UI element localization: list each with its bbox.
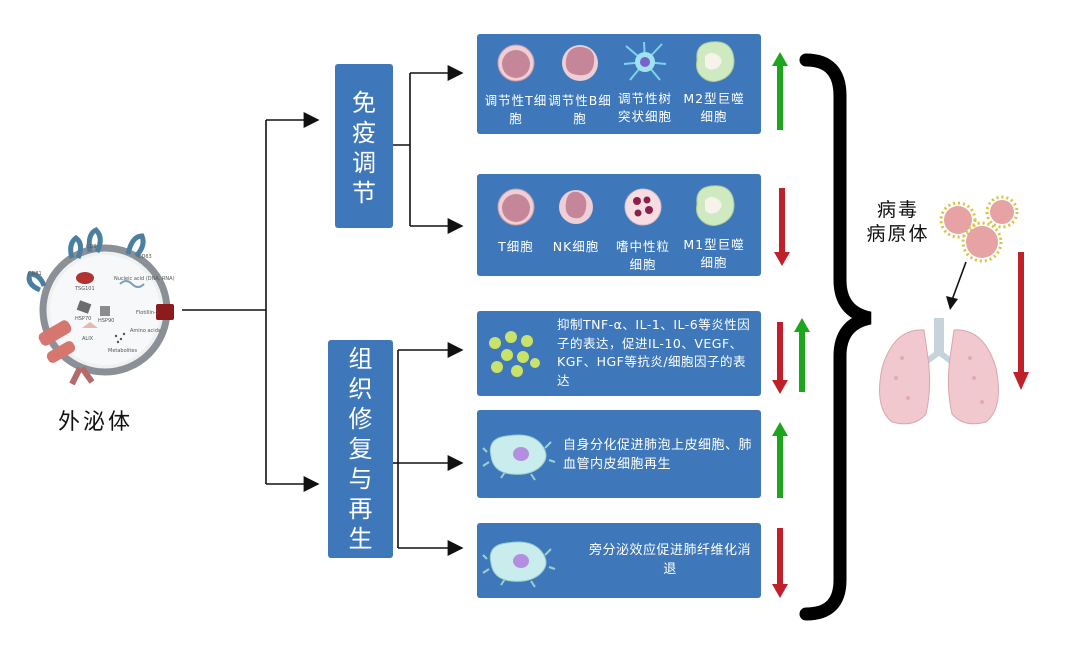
cell-label: 嗜中性粒细胞	[615, 239, 670, 272]
virus-label-line1: 病毒	[876, 199, 919, 221]
exosome-marker-alix: ALIX	[82, 336, 94, 342]
exosome-marker-metabolites: Metabolites	[108, 348, 137, 354]
down-arrow-icon	[772, 528, 788, 598]
treg-cell-icon	[497, 44, 535, 82]
exosome-marker-hsp90: HSP90	[98, 318, 114, 324]
cell-breg: 调节性B细胞	[535, 42, 625, 128]
exosome-marker-flotillin: Flotillin-1	[136, 310, 159, 316]
curly-brace-icon	[799, 53, 872, 621]
repair-row-cytokine: 抑制TNF-α、IL-1、IL-6等炎性因子的表达，促进IL-10、VEGF、K…	[477, 311, 761, 396]
exosome-marker-amino-acids: Amino acids	[130, 328, 161, 334]
exosome-label: 外泌体	[58, 410, 134, 435]
cell-label: 调节性B细胞	[548, 93, 612, 126]
repair-row-paracrine: 旁分泌效应促进肺纤维化消退	[477, 523, 761, 598]
repair-title-char: 织	[348, 375, 373, 403]
repair-title-char: 生	[348, 525, 373, 553]
cell-treg: 调节性T细胞	[471, 42, 561, 128]
immune-title-char: 免	[352, 89, 376, 117]
repair-title-char: 组	[348, 345, 373, 373]
virus-label-line2: 病原体	[866, 223, 930, 245]
up-arrow-icon	[772, 52, 788, 130]
down-arrow-icon	[772, 322, 788, 394]
virus-particles-icon	[939, 195, 1019, 263]
cell-label: 调节性树突状细胞	[617, 91, 672, 124]
virus-label: 病毒 病原体	[858, 198, 938, 246]
exosome-marker-hsp70: HSP70	[75, 316, 91, 322]
exosome-marker-nucleic-acid: Nucleic acid (DNA, RNA)	[114, 276, 175, 282]
neutrophil-icon	[624, 188, 662, 226]
repair-row-differentiation: 自身分化促进肺泡上皮细胞、肺血管内皮细胞再生	[477, 410, 761, 498]
immune-regulation-box: 免 疫 调 节	[335, 64, 393, 228]
down-arrow-icon	[774, 188, 790, 266]
cell-t: T细胞	[471, 186, 561, 256]
exosome-marker-tsg101: TSG101	[74, 286, 95, 292]
immune-title-char: 疫	[352, 119, 376, 147]
up-arrow-icon	[772, 422, 788, 498]
cell-neutrophil: 嗜中性粒细胞	[598, 186, 688, 274]
cell-label: T细胞	[498, 239, 534, 254]
immune-title-char: 节	[352, 179, 376, 207]
cell-label: M1型巨噬细胞	[683, 237, 745, 270]
immune-title-char: 调	[352, 149, 376, 177]
dendritic-cell-icon	[623, 41, 667, 81]
repair-row-text: 抑制TNF-α、IL-1、IL-6等炎性因子的表达，促进IL-10、VEGF、K…	[557, 317, 751, 388]
tissue-repair-box: 组 织 修 复 与 再 生	[328, 340, 393, 558]
cell-label: 调节性T细胞	[484, 93, 548, 126]
cell-m2-macrophage: M2型巨噬细胞	[669, 40, 759, 126]
cell-tolerogenic-dc: 调节性树突状细胞	[600, 40, 690, 126]
lung-icon	[879, 318, 999, 425]
exosome-marker-cd63: CD63	[138, 254, 152, 260]
repair-row-text: 自身分化促进肺泡上皮细胞、肺血管内皮细胞再生	[563, 438, 753, 472]
stem-cell-icon	[482, 434, 556, 481]
downregulated-cells-box: T细胞 NK细胞 嗜中性粒细胞 M1型巨噬细胞	[477, 174, 761, 276]
breg-cell-icon	[562, 45, 598, 81]
repair-title-char: 与	[348, 465, 373, 493]
cell-label: M2型巨噬细胞	[683, 91, 745, 124]
cell-label: NK细胞	[552, 239, 600, 254]
cytokine-particles-icon	[489, 331, 540, 377]
m1-macrophage-icon	[696, 185, 735, 226]
repair-title-char: 修	[348, 405, 373, 433]
up-arrow-icon	[794, 318, 810, 392]
nk-cell-icon	[559, 190, 593, 224]
m2-macrophage-icon	[696, 41, 735, 82]
repair-title-char: 再	[348, 495, 373, 523]
exosome-illustration: CD9 CD63 CD81 TSG101 Nucleic acid (DNA, …	[26, 227, 175, 386]
upregulated-cells-box: 调节性T细胞 调节性B细胞 调节性树突状细胞 M2型巨噬细胞	[477, 34, 761, 134]
repair-row-text: 旁分泌效应促进肺纤维化消退	[588, 543, 751, 577]
repair-title-char: 复	[348, 435, 373, 463]
cell-m1-macrophage: M1型巨噬细胞	[669, 184, 759, 272]
paracrine-cell-icon	[482, 541, 556, 588]
exosome-marker-cd81: CD81	[28, 271, 42, 277]
cell-nk: NK细胞	[531, 186, 621, 256]
exosome-marker-cd9: CD9	[86, 244, 97, 250]
t-cell-icon	[497, 188, 535, 226]
